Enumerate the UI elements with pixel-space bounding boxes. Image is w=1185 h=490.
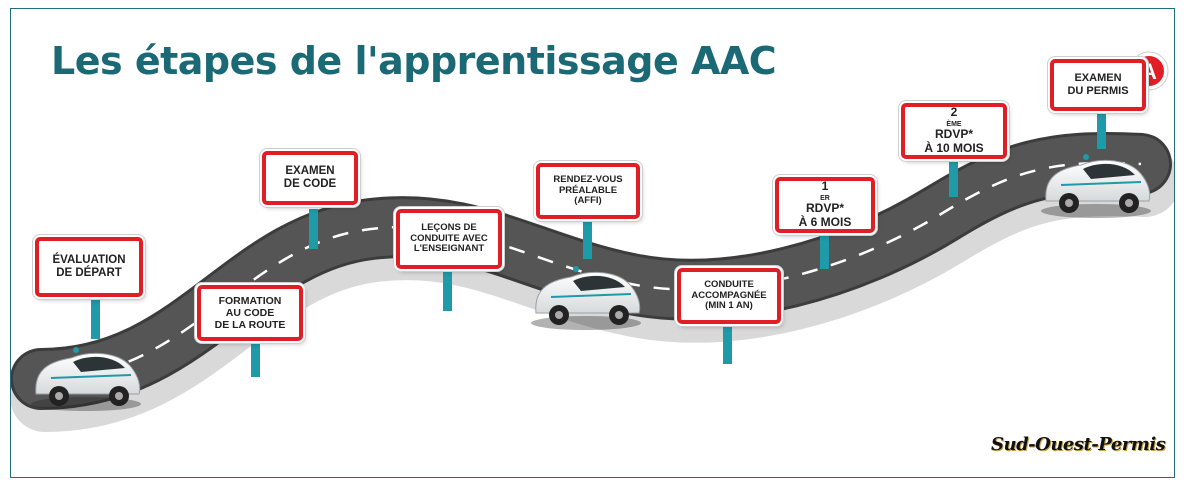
- sign-post-formation: [251, 339, 260, 377]
- step-sign-examen-code: EXAMEN DE CODE: [262, 151, 358, 205]
- sign-line: ACCOMPAGNÉE: [691, 289, 767, 301]
- sign-line: CONDUITE: [704, 278, 754, 290]
- sign-post-examen-code: [309, 209, 318, 249]
- ordinal-suffix: ER: [820, 195, 830, 203]
- step-sign-rdv-prealable: RENDEZ-VOUS PRÉALABLE (AFFI): [536, 163, 640, 219]
- sign-line: À 10 MOIS: [924, 140, 984, 155]
- sign-line: DE LA ROUTE: [214, 319, 286, 332]
- sign-line: PRÉALABLE: [558, 184, 618, 196]
- ordinal: 1: [821, 179, 829, 194]
- sign-line: EXAMEN: [285, 164, 335, 177]
- car-icon: [31, 347, 141, 411]
- sign-line: FORMATION: [218, 294, 282, 307]
- car-icon: [1041, 154, 1151, 218]
- sign-post-lecons: [443, 271, 452, 311]
- sign-line: DU PERMIS: [1067, 85, 1129, 97]
- step-sign-formation: FORMATION AU CODE DE LA ROUTE: [197, 285, 303, 341]
- sign-post-evaluation: [91, 299, 100, 339]
- sign-line: CONDUITE AVEC: [410, 232, 488, 244]
- car-icon: [531, 266, 641, 330]
- step-sign-examen-permis: EXAMEN DU PERMIS: [1050, 59, 1146, 111]
- infographic-frame: A Les étapes de l'apprentissage AAC ÉVAL…: [10, 8, 1175, 478]
- page-title: Les étapes de l'apprentissage AAC: [51, 39, 777, 83]
- sign-post-examen-permis: [1097, 114, 1106, 149]
- rdvp-label: RDVP*: [934, 127, 973, 142]
- sign-line: (AFFI): [574, 195, 602, 207]
- sign-post-conduite-accompagnee: [723, 324, 732, 364]
- sign-post-rdvp-1: [820, 234, 829, 269]
- sign-post-rdv-prealable: [583, 219, 592, 259]
- rdvp-label: RDVP*: [805, 201, 844, 216]
- sign-line: LEÇONS DE: [421, 221, 477, 233]
- ordinal: 2: [950, 105, 958, 120]
- sign-line: DE DÉPART: [56, 267, 122, 279]
- step-sign-lecons: LEÇONS DE CONDUITE AVEC L'ENSEIGNANT: [396, 209, 502, 269]
- sign-line: À 6 MOIS: [798, 214, 852, 229]
- sign-line: EXAMEN: [1074, 72, 1122, 85]
- brand-logo: Sud-Ouest-Permis: [991, 434, 1166, 455]
- sign-line: (MIN 1 AN): [705, 300, 753, 312]
- sign-line: ÉVALUATION: [52, 253, 126, 266]
- ordinal-suffix: ÈME: [946, 121, 962, 129]
- sign-post-rdvp-2: [949, 157, 958, 197]
- sign-line: L'ENSEIGNANT: [413, 243, 485, 255]
- sign-line: DE CODE: [283, 178, 337, 190]
- step-sign-evaluation: ÉVALUATION DE DÉPART: [35, 237, 143, 297]
- step-sign-conduite-accompagnee: CONDUITE ACCOMPAGNÉE (MIN 1 AN): [677, 268, 781, 324]
- sign-line: AU CODE: [225, 306, 275, 319]
- sign-line: RENDEZ-VOUS: [553, 173, 623, 185]
